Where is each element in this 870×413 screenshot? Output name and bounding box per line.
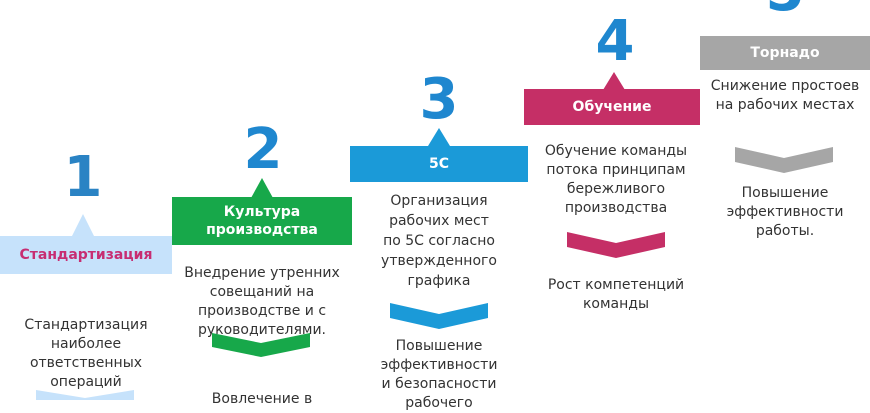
description-line: Организация (390, 193, 488, 209)
step-1-chevron-icon (36, 390, 134, 400)
step-1-title: Стандартизация (19, 247, 153, 263)
result-line: Рост компетенций (547, 277, 685, 293)
step-2-pointer (251, 178, 273, 198)
step-2-number: 2 (243, 117, 283, 182)
description-line: на рабочих местах (715, 97, 855, 113)
description-line: утвержденного (381, 253, 497, 269)
result-line: и безопасности (381, 376, 497, 392)
step-5-title: Торнадо (750, 45, 820, 61)
result-line: эффективности (380, 357, 498, 373)
step-3-chevron-icon (390, 303, 488, 329)
description-line: Стандартизация (24, 317, 148, 333)
step-4-banner: Обучение (524, 89, 700, 125)
step-5-number: 5 (742, 0, 828, 20)
description-line: производства (564, 200, 668, 216)
step-5-result: Повышение эффективности работы. (700, 184, 870, 241)
step-4-result: Рост компетенций команды (524, 276, 708, 314)
step-2-description: Внедрение утренних совещаний на производ… (172, 264, 352, 340)
step-3-pointer (428, 128, 450, 146)
step-4-chevron-icon (567, 232, 665, 258)
description-line: рабочих мест (389, 213, 489, 229)
step-1-pointer (72, 214, 94, 236)
step-4-title: Обучение (572, 99, 652, 115)
description-line: бережливого (566, 181, 666, 197)
step-1-description: Стандартизация наиболее ответственных оп… (0, 316, 172, 392)
step-3-description: Организация рабочих мест по 5С согласно … (350, 191, 528, 291)
result-line: Повышение (395, 338, 483, 354)
description-line: операций (50, 374, 122, 390)
result-line: команды (582, 296, 650, 312)
result-line: рабочего (405, 395, 473, 411)
description-line: графика (407, 273, 471, 289)
step-3-title: 5С (428, 156, 449, 172)
step-4-description: Обучение команды потока принципам бережл… (524, 142, 708, 218)
step-5-chevron-icon (735, 147, 833, 173)
description-line: Внедрение утренних (184, 265, 340, 281)
result-line: работы. (755, 223, 815, 239)
step-5-banner: Торнадо (700, 36, 870, 70)
step-4-pointer (603, 72, 625, 90)
step-2-title: Культура производства (206, 204, 318, 238)
step-4-number: 4 (595, 9, 635, 74)
step-5-description: Снижение простоев на рабочих местах (700, 77, 870, 115)
step-3-number: 3 (419, 67, 459, 132)
step-1-banner: Стандартизация (0, 236, 172, 274)
step-2-chevron-icon (212, 333, 310, 357)
result-line: Повышение (741, 185, 829, 201)
result-line: эффективности (726, 204, 844, 220)
step-3-result: Повышение эффективности и безопасности р… (350, 337, 528, 413)
step-1-number: 1 (63, 145, 103, 210)
description-line: производстве и с (197, 303, 327, 319)
step-2-banner: Культура производства (172, 197, 352, 245)
description-line: совещаний на (209, 284, 315, 300)
description-line: Снижение простоев (710, 78, 860, 94)
description-line: руководителями. (197, 322, 327, 338)
description-line: наиболее (50, 336, 122, 352)
description-line: по 5С согласно (383, 233, 495, 249)
step-3-banner: 5С (350, 146, 528, 182)
description-line: ответственных (29, 355, 143, 371)
description-line: потока принципам (546, 162, 686, 178)
description-line: Обучение команды (544, 143, 688, 159)
